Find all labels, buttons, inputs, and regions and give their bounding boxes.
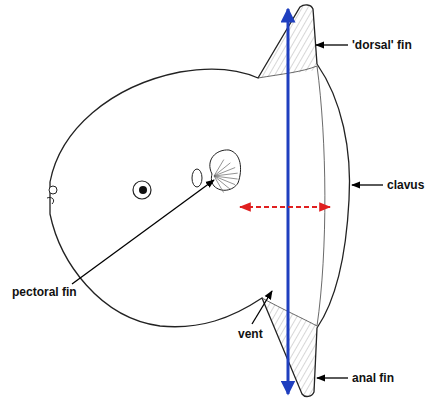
part-label: anal fin	[352, 371, 394, 385]
body-outline	[50, 5, 350, 397]
leader-arrow	[252, 291, 272, 324]
part-label: vent	[238, 327, 263, 341]
leader-arrow	[317, 377, 348, 378]
fin-ray	[214, 173, 238, 176]
clavus-boundary	[317, 66, 325, 326]
mouth-lip	[47, 197, 54, 204]
part-label: 'dorsal' fin	[352, 38, 412, 52]
pupil	[139, 186, 147, 194]
fin-ray	[214, 176, 224, 193]
width-arrow	[240, 206, 330, 208]
fin-ray	[214, 176, 235, 185]
fin-ray	[214, 160, 224, 176]
pectoral-fin	[210, 150, 241, 190]
body-axis-arrow	[287, 9, 290, 394]
part-label: clavus	[387, 178, 424, 192]
leader-arrow	[352, 184, 383, 185]
leader-arrow	[316, 44, 348, 45]
part-label: pectoral fin	[12, 285, 77, 299]
leader-arrow	[72, 180, 214, 284]
fin-rays	[214, 160, 238, 193]
mouth	[49, 186, 57, 194]
fin-ray	[214, 176, 230, 189]
gill-opening	[192, 169, 202, 187]
eye	[133, 181, 151, 199]
